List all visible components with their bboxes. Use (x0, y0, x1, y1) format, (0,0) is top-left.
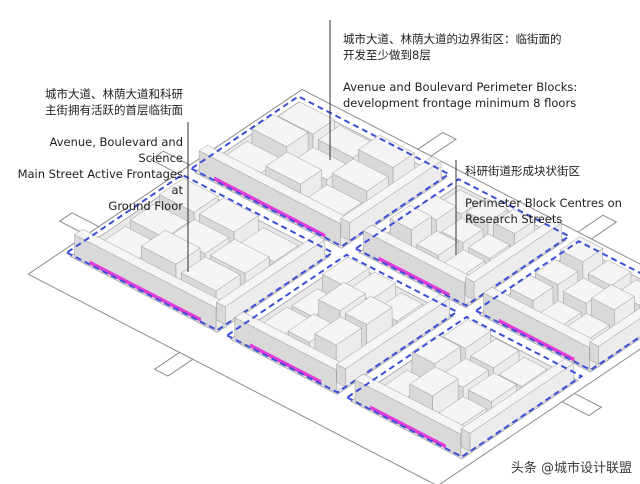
street-stub-4 (561, 392, 603, 417)
annotation-research-streets-en: Perimeter Block Centres on Research Stre… (465, 196, 622, 226)
building-roof (467, 372, 518, 403)
active-frontage-strip (370, 405, 446, 449)
watermark: 头条 @城市设计联盟 (510, 461, 632, 476)
building-roof (314, 316, 363, 346)
street-stub-0 (58, 212, 100, 236)
building-roof (265, 151, 323, 185)
building-roof (209, 238, 270, 274)
building-roof (158, 177, 219, 213)
perimeter-dashed-outline (345, 315, 584, 458)
street-stub-1 (149, 150, 191, 174)
perimeter-building (589, 307, 640, 365)
annotation-active-frontages: 城市大道、林荫大道和科研 主街拥有活跃的首层临街面 Avenue, Boulev… (8, 70, 183, 230)
annotation-research-streets-cn: 科研街道形成块状街区 (465, 164, 580, 178)
annotation-active-frontages-en: Avenue, Boulevard and Science Main Stree… (17, 135, 183, 213)
building-roof (357, 134, 415, 168)
perimeter-building (215, 234, 326, 326)
building-roof (318, 282, 366, 311)
street-stub-2 (416, 131, 457, 157)
annotation-perimeter-blocks: 城市大道、林荫大道的边界街区：临街面的 开发至少做到8层 Avenue and … (343, 15, 633, 127)
perimeter-dashed-outline (353, 178, 571, 307)
building-roof (331, 158, 389, 192)
active-frontage-strip (214, 176, 326, 238)
building-roof (492, 208, 536, 234)
perimeter-dashed-outline (225, 253, 459, 394)
building-roof (416, 230, 459, 256)
building-roof (591, 284, 635, 311)
building-roof (340, 156, 442, 223)
building-roof (587, 259, 632, 286)
annotation-leader-lines (187, 20, 457, 272)
building-roof (470, 338, 520, 369)
building-roof (498, 357, 548, 387)
perimeter-dashed-outline (189, 95, 451, 248)
annotation-active-frontages-cn: 城市大道、林荫大道和科研 主街拥有活跃的首层临街面 (45, 87, 183, 117)
annotation-research-streets: 科研街道形成块状街区 Perimeter Block Centres on Re… (465, 147, 635, 243)
perimeter-dashed-outline (473, 240, 640, 372)
building-roof (589, 307, 640, 347)
urban-block-3 (225, 253, 459, 395)
perimeter-building (336, 293, 450, 388)
perimeter-dashed-outline (64, 173, 335, 332)
building-roof (466, 198, 509, 224)
urban-block-5 (345, 315, 584, 460)
perimeter-building (460, 358, 575, 452)
building-roof (140, 229, 201, 265)
active-frontage-strip (498, 318, 575, 362)
building-roof (509, 275, 554, 301)
building-roof (464, 218, 562, 283)
building-roof (559, 236, 604, 263)
building-roof (442, 319, 492, 349)
building-roof (198, 197, 259, 233)
street-stub-5 (153, 351, 194, 377)
building-roof (389, 204, 432, 230)
building-roof (180, 256, 241, 292)
building-roof (251, 114, 309, 148)
building-front-face (598, 318, 640, 365)
urban-block-4 (353, 178, 571, 309)
urban-block-6 (473, 236, 640, 373)
building-roof (534, 259, 579, 285)
urban-blocks (64, 95, 640, 460)
building-roof (321, 256, 370, 286)
building-roof (344, 296, 393, 325)
building-roof (467, 233, 511, 259)
annotation-perimeter-blocks-en: Avenue and Boulevard Perimeter Blocks: d… (343, 80, 578, 110)
building-roof (411, 334, 461, 365)
building-roof (409, 366, 459, 397)
perimeter-building (354, 373, 470, 457)
active-frontage-strip (89, 260, 201, 322)
annotation-perimeter-blocks-cn: 城市大道、林荫大道的边界街区：临街面的 开发至少做到8层 (343, 32, 562, 62)
street-stub-3 (577, 214, 618, 240)
perimeter-building (464, 218, 562, 301)
building-roof (277, 101, 335, 135)
building-roof (129, 203, 190, 239)
urban-block-2 (189, 95, 451, 249)
